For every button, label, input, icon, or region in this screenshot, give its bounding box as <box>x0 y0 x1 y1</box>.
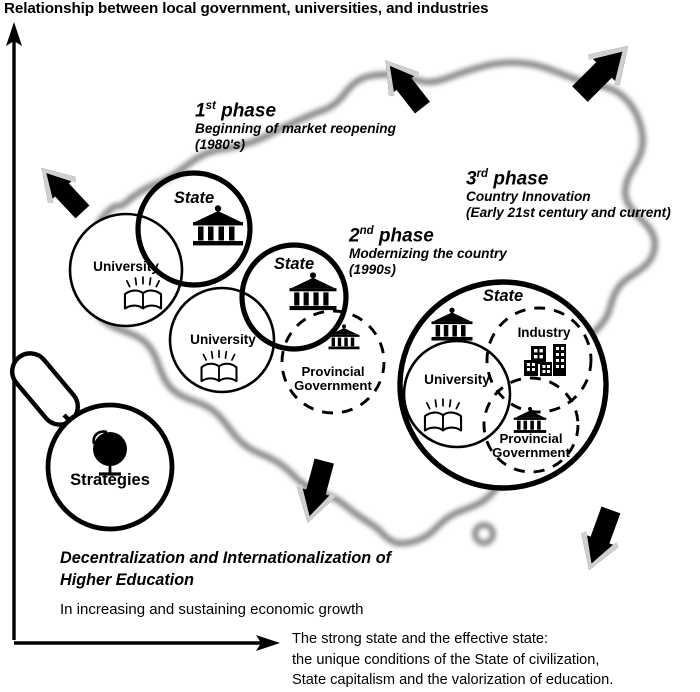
open-book-icon <box>423 398 463 432</box>
globe-icon <box>92 430 127 476</box>
label-strategies: Strategies <box>70 471 150 489</box>
footer-right-line3: State capitalism and the valorization of… <box>292 672 614 689</box>
circle-industry-3 <box>485 306 593 414</box>
phase-2-subtitle-line2: (1990s) <box>349 262 396 278</box>
phase-1-label: 1st phase Beginning of market reopening … <box>195 100 396 153</box>
bank-icon <box>328 324 360 350</box>
circle-university-3 <box>402 339 512 449</box>
phase-3-subtitle-line1: Country Innovation <box>466 189 591 205</box>
group-phase-3 <box>397 279 609 491</box>
bank-icon <box>193 205 243 246</box>
buildings-icon <box>524 344 566 376</box>
label-university-2: University <box>190 332 256 347</box>
phase-1-heading: 1st phase <box>195 100 277 122</box>
phase-1-subtitle-line2: (1980's) <box>195 137 246 153</box>
phase-2-subtitle-line1: Modernizing the country <box>349 246 507 262</box>
circle-state-3 <box>397 279 609 491</box>
page-title: Relationship between local government, u… <box>4 0 489 17</box>
phase-3-heading: 3rd phase <box>466 168 549 190</box>
label-state-3: State <box>482 287 524 305</box>
arrow-bottom-right <box>581 506 621 571</box>
footer-subline: In increasing and sustaining economic gr… <box>60 601 364 618</box>
footer-right-block: The strong state and the effective state… <box>292 629 613 691</box>
footer-right-line1: The strong state and the effective state… <box>292 631 549 647</box>
arrow-left <box>41 168 90 219</box>
phase-2-label: 2nd phase Modernizing the country (1990s… <box>349 225 507 278</box>
arrow-top-center <box>385 60 430 114</box>
label-provincial-3: Provincial Government <box>492 431 570 461</box>
circle-university-2 <box>168 286 276 394</box>
y-axis-arrow <box>6 22 22 640</box>
phase-1-subtitle-line1: Beginning of market reopening <box>195 121 396 137</box>
x-axis-arrow <box>14 635 280 651</box>
circle-provincial-3 <box>482 376 580 474</box>
open-book-icon <box>200 349 238 383</box>
label-provincial-2: Provincial Government <box>294 364 372 394</box>
footer-headline-line2: Higher Education <box>60 570 195 589</box>
label-university-1: University <box>93 259 159 274</box>
label-state-1: State <box>173 189 215 207</box>
bank-icon <box>289 272 337 311</box>
arrow-bottom-center <box>296 458 336 523</box>
label-state-2: State <box>273 255 315 273</box>
label-industry-3: Industry <box>517 325 571 340</box>
circle-state-2 <box>239 242 349 352</box>
footer-right-line2: the unique conditions of the State of ci… <box>292 651 600 668</box>
circle-state-1 <box>135 170 253 288</box>
bank-icon <box>513 406 547 433</box>
open-book-icon <box>123 276 163 310</box>
arrow-top-right <box>572 45 629 102</box>
label-university-3: University <box>424 372 490 387</box>
phase-3-subtitle-line2: (Early 21st century and current) <box>466 205 671 221</box>
bank-icon <box>431 307 473 341</box>
phase-3-label: 3rd phase Country Innovation (Early 21st… <box>466 168 671 221</box>
phase-2-heading: 2nd phase <box>349 225 434 247</box>
footer-headline: Decentralization and Internationalizatio… <box>60 548 391 591</box>
footer-headline-line1: Decentralization and Internationalizatio… <box>60 549 391 567</box>
